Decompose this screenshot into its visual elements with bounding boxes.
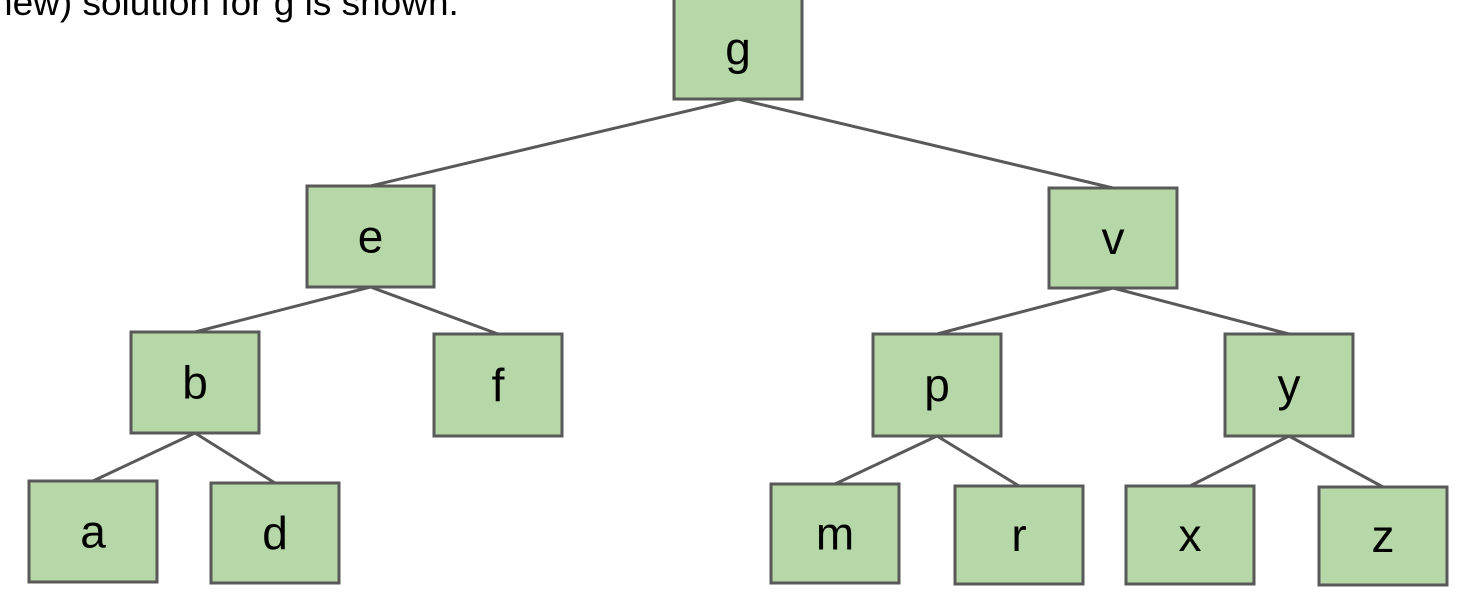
node-box-e <box>305 184 436 289</box>
node-p: p <box>871 332 1003 438</box>
edge-p-r <box>936 434 1020 488</box>
node-box-d <box>209 481 341 585</box>
node-box-y <box>1223 332 1355 438</box>
node-x: x <box>1124 484 1256 586</box>
edge-y-x <box>1189 434 1290 488</box>
node-e: e <box>305 184 436 289</box>
node-label-x: x <box>1179 509 1202 561</box>
node-f: f <box>432 332 564 438</box>
node-label-r: r <box>1011 509 1026 561</box>
nodes-layer: g e v b f p y a d m r x z <box>27 0 1449 587</box>
node-box-g <box>672 0 804 101</box>
node-label-g: g <box>725 23 751 75</box>
edge-v-p <box>936 286 1114 336</box>
node-box-r <box>953 484 1085 586</box>
edges-layer <box>92 97 1384 489</box>
node-label-a: a <box>80 506 106 558</box>
node-label-f: f <box>492 359 505 411</box>
node-label-e: e <box>358 211 384 263</box>
node-box-a <box>27 479 159 584</box>
node-label-y: y <box>1278 359 1301 411</box>
node-r: r <box>953 484 1085 586</box>
node-d: d <box>209 481 341 585</box>
node-box-z <box>1317 485 1449 587</box>
caption-text: new) solution for g is shown. <box>0 0 459 23</box>
edge-v-y <box>1112 286 1290 336</box>
node-m: m <box>769 482 901 585</box>
node-label-v: v <box>1102 212 1125 264</box>
edge-b-a <box>92 431 196 483</box>
node-box-p <box>871 332 1003 438</box>
node-box-m <box>769 482 901 585</box>
node-g: g <box>672 0 804 101</box>
node-v: v <box>1047 186 1179 290</box>
edge-p-m <box>834 434 938 486</box>
node-label-d: d <box>262 507 288 559</box>
node-y: y <box>1223 332 1355 438</box>
edge-e-f <box>369 285 499 336</box>
node-label-b: b <box>182 357 208 409</box>
edge-g-e <box>370 97 739 188</box>
edge-g-v <box>737 97 1114 190</box>
edge-b-d <box>194 431 276 485</box>
node-z: z <box>1317 485 1449 587</box>
node-box-x <box>1124 484 1256 586</box>
node-box-v <box>1047 186 1179 290</box>
node-box-b <box>129 330 261 435</box>
node-label-p: p <box>924 359 950 411</box>
node-label-z: z <box>1372 510 1395 562</box>
edge-y-z <box>1288 434 1384 489</box>
node-a: a <box>27 479 159 584</box>
node-box-f <box>432 332 564 438</box>
node-b: b <box>129 330 261 435</box>
edge-e-b <box>194 285 371 334</box>
node-label-m: m <box>816 508 854 560</box>
